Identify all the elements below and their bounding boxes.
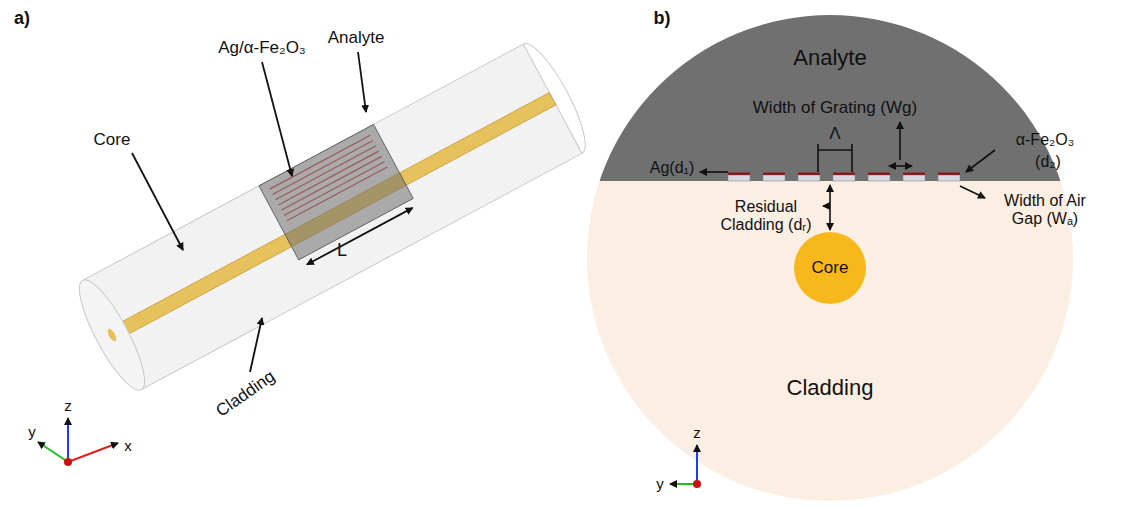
label: z [64,397,72,414]
label: Analyte [328,28,385,48]
grating [728,173,960,182]
label: Width of Grating (Wg) [753,98,917,118]
label: α-Fe₂O₃ [1016,131,1074,149]
label: Cladding [213,367,279,422]
label: Width of Air Gap (Wₐ) [990,192,1100,229]
label: Residual Cladding (dᵣ) [711,198,821,235]
label: z [693,424,701,441]
label: L [337,240,347,261]
label: (d₂) [1035,153,1061,171]
fiber-cross-section [580,0,1090,511]
core-circle: Core [794,232,866,304]
label: a) [14,8,30,29]
label: Analyte [793,45,866,70]
label: x [124,437,132,454]
label: Ag/α-Fe₂O₃ [218,38,306,58]
label: b) [654,8,671,29]
label: Ag(d₁) [650,159,695,177]
label: y [28,423,36,440]
label: y [656,475,664,492]
leader-lines [132,52,366,372]
fiber-3d [69,37,596,398]
node-text: Core [812,258,849,278]
label: Λ [829,124,840,144]
axes-a [38,418,118,466]
label: Cladding [787,375,874,400]
axes-b [670,445,701,488]
label: Core [94,130,131,150]
